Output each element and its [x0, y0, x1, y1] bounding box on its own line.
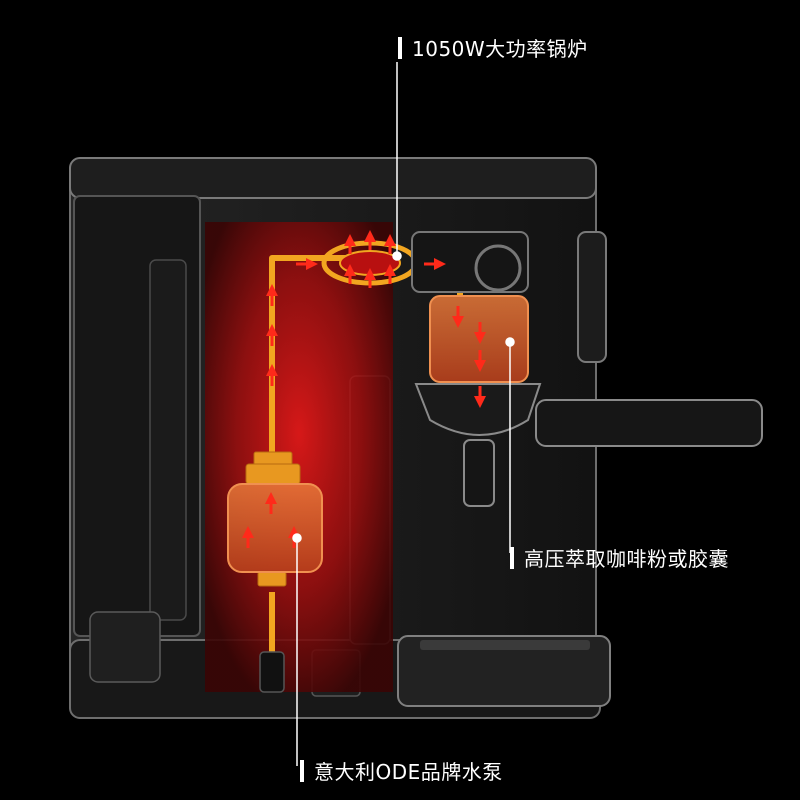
flow-arrows-brew — [452, 306, 486, 408]
callout-marker — [398, 36, 402, 59]
pump-coupling — [245, 451, 301, 587]
callout-marker — [510, 546, 514, 569]
flow-arrows-boiler — [344, 230, 396, 288]
flow-arrows-pipe — [266, 258, 446, 386]
leader-lines — [292, 62, 515, 766]
heating-glow — [205, 222, 393, 692]
boiler-label: 1050W大功率锅炉 — [412, 37, 588, 61]
brew-label: 高压萃取咖啡粉或胶囊 — [524, 547, 729, 571]
pump-label: 意大利ODE品牌水泵 — [314, 760, 503, 784]
water-pump — [227, 483, 323, 573]
pump-base — [259, 651, 285, 693]
pump-callout: 意大利ODE品牌水泵 — [300, 756, 503, 785]
boiler-callout: 1050W大功率锅炉 — [398, 33, 588, 62]
callout-marker — [300, 759, 304, 782]
brew-callout: 高压萃取咖啡粉或胶囊 — [510, 543, 729, 572]
brew-unit — [411, 231, 763, 507]
